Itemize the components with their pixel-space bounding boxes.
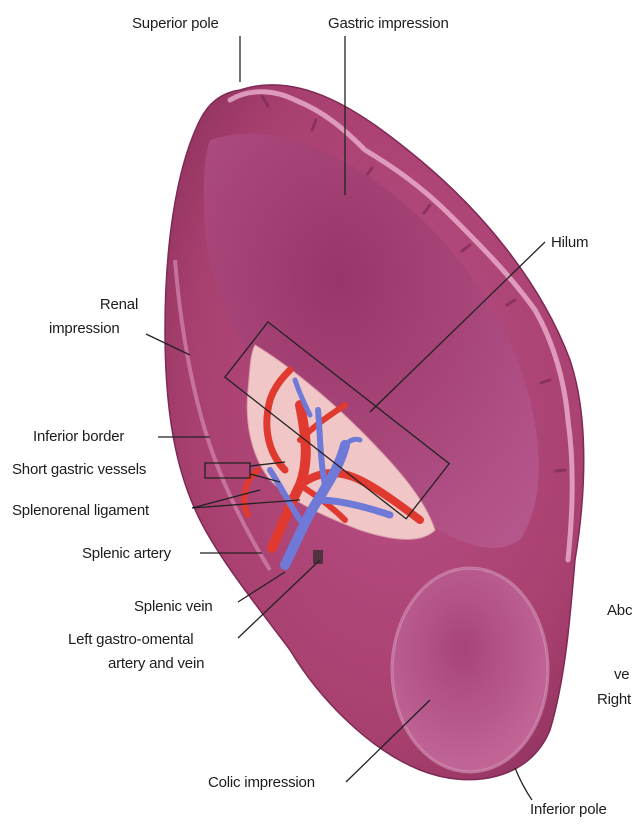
label-splenorenal-ligament: Splenorenal ligament [12,501,149,520]
label-inferior-pole: Inferior pole [530,800,607,819]
label-renal-impression-line1: Renal [84,295,154,314]
label-hilum: Hilum [551,233,588,252]
label-colic-impression: Colic impression [208,773,315,792]
label-gastric-impression: Gastric impression [328,14,449,33]
label-splenic-artery: Splenic artery [82,544,171,563]
label-cut-off-1: Abc [607,601,632,620]
label-renal-impression-line2: impression [49,319,120,338]
label-cut-off-3: Right [597,690,631,709]
label-left-gastro-omental-line1: Left gastro-omental [68,630,193,649]
label-superior-pole: Superior pole [132,14,219,33]
label-cut-off-2: ve [614,665,629,684]
label-splenic-vein: Splenic vein [134,597,212,616]
label-left-gastro-omental-line2: artery and vein [108,654,204,673]
left-gastro-omental-vessel-marker [313,550,323,564]
label-inferior-border: Inferior border [33,427,124,446]
label-short-gastric-vessels: Short gastric vessels [12,460,146,479]
